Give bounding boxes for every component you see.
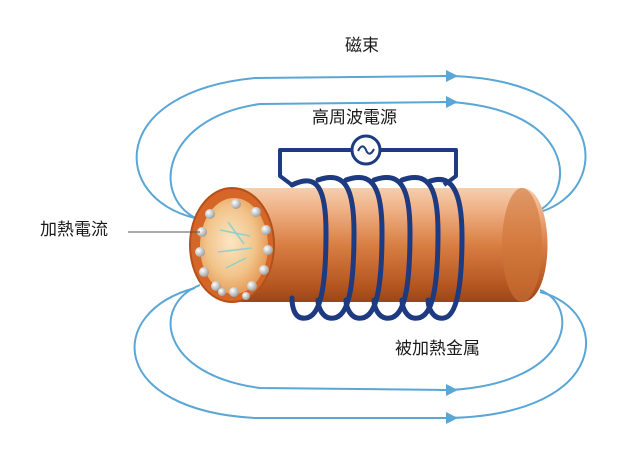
coil-turn-5 <box>399 175 441 321</box>
heated-metal-label: 被加熱金属 <box>395 339 480 359</box>
heating-current-label: 加熱電流 <box>40 220 108 240</box>
electron-dot-icon <box>195 247 205 257</box>
hf-power-source-label: 高周波電源 <box>312 108 397 128</box>
electron-dot-icon <box>251 207 261 217</box>
coil-turn-2 <box>315 175 357 321</box>
field-line-lower-outer <box>133 287 587 419</box>
rod-face-inner <box>200 198 268 294</box>
coil-turn-3 <box>343 175 385 321</box>
magnetic-flux-label: 磁束 <box>345 36 379 56</box>
electron-dot-icon <box>211 281 221 291</box>
heated-metal-rod <box>189 187 548 303</box>
electron-dot-icon <box>205 209 215 219</box>
eddy-current-particles <box>195 199 273 300</box>
electron-dot-icon <box>263 245 273 255</box>
coil-turn-4 <box>371 175 413 321</box>
coil-turn-1 <box>289 178 329 321</box>
magnetic-field-lines <box>133 70 587 424</box>
electron-dot-icon <box>197 227 207 237</box>
electron-dot-icon <box>229 287 239 297</box>
rod-body <box>232 188 548 302</box>
electron-dot-icon <box>261 225 271 235</box>
field-line-lower-inner <box>169 284 564 392</box>
electron-dot-icon <box>199 267 209 277</box>
electron-dot-icon <box>218 288 226 296</box>
rod-end-right <box>502 188 542 302</box>
eddy-current-lines <box>217 221 253 269</box>
field-line-upper-inner <box>169 100 561 221</box>
electron-dot-icon <box>259 265 269 275</box>
field-line-upper-outer <box>135 74 587 219</box>
source-wire-left <box>278 148 352 187</box>
ac-source-icon <box>350 134 382 166</box>
electron-dot-icon <box>247 281 257 291</box>
electron-dot-icon <box>242 292 250 300</box>
coil-turn-6 <box>425 177 465 321</box>
electron-dot-icon <box>231 199 241 209</box>
induction-coil <box>289 175 465 321</box>
